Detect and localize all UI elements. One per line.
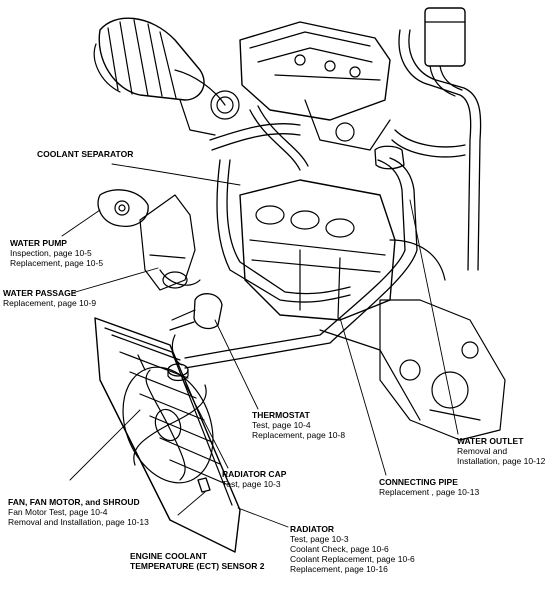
label-water-passage: WATER PASSAGE Replacement, page 10-9: [3, 288, 96, 308]
label-fan-shroud: FAN, FAN MOTOR, and SHROUD Fan Motor Tes…: [8, 497, 149, 527]
radiator-cap-title: RADIATOR CAP: [222, 469, 287, 479]
label-coolant-separator: COOLANT SEPARATOR: [37, 149, 133, 159]
label-water-pump: WATER PUMP Inspection, page 10-5 Replace…: [10, 238, 103, 268]
thermostat-line: Replacement, page 10-8: [252, 430, 346, 440]
water-passage-title: WATER PASSAGE: [3, 288, 77, 298]
thermostat-title: THERMOSTAT: [252, 410, 310, 420]
intake-manifold: [93, 17, 240, 136]
thermostat: [169, 293, 223, 366]
connecting-pipe: [184, 145, 418, 369]
connecting-pipe-line: Replacement , page 10-13: [379, 487, 480, 497]
connecting-pipe-title: CONNECTING PIPE: [379, 477, 458, 487]
coolant-hoses: [209, 29, 482, 303]
radiator-line: Test, page 10-3: [290, 534, 349, 544]
fan-shroud-line: Removal and Installation, page 10-13: [8, 517, 149, 527]
ect-sensor: [197, 477, 211, 493]
radiator-title: RADIATOR: [290, 524, 335, 534]
label-ect-sensor: ENGINE COOLANT TEMPERATURE (ECT) SENSOR …: [130, 551, 264, 571]
ect-sensor-title: TEMPERATURE (ECT) SENSOR 2: [130, 561, 265, 571]
water-passage-line: Replacement, page 10-9: [3, 298, 97, 308]
label-connecting-pipe: CONNECTING PIPE Replacement , page 10-13: [379, 477, 479, 497]
radiator-cap-line: Test, page 10-3: [222, 479, 281, 489]
radiator: [94, 317, 241, 553]
cylinder-head: [239, 21, 391, 151]
water-passage: [139, 194, 201, 291]
water-outlet-line: Removal and: [457, 446, 508, 456]
thermostat-line: Test, page 10-4: [252, 420, 311, 430]
radiator-line: Replacement, page 10-16: [290, 564, 388, 574]
water-pump-title: WATER PUMP: [10, 238, 67, 248]
fan-shroud-title: FAN, FAN MOTOR, and SHROUD: [8, 497, 140, 507]
radiator-line: Coolant Check, page 10-6: [290, 544, 389, 554]
fan-shroud-line: Fan Motor Test, page 10-4: [8, 507, 108, 517]
radiator-line: Coolant Replacement, page 10-6: [290, 554, 415, 564]
water-outlet-title: WATER OUTLET: [457, 436, 524, 446]
fan-shroud: [122, 354, 214, 484]
leader-lines: [61, 163, 459, 528]
water-pump-line: Replacement, page 10-5: [10, 258, 104, 268]
water-pump-line: Inspection, page 10-5: [10, 248, 92, 258]
water-outlet-line: Installation, page 10-12: [457, 456, 546, 466]
label-water-outlet: WATER OUTLET Removal and Installation, p…: [457, 436, 545, 466]
coolant-separator-title: COOLANT SEPARATOR: [37, 149, 134, 159]
label-radiator-cap: RADIATOR CAP Test, page 10-3: [222, 469, 286, 489]
engine-block: [239, 179, 506, 441]
label-radiator: RADIATOR Test, page 10-3 Coolant Check, …: [290, 524, 415, 574]
coolant-separator: [424, 7, 466, 97]
label-thermostat: THERMOSTAT Test, page 10-4 Replacement, …: [252, 410, 345, 440]
ect-sensor-title: ENGINE COOLANT: [130, 551, 207, 561]
